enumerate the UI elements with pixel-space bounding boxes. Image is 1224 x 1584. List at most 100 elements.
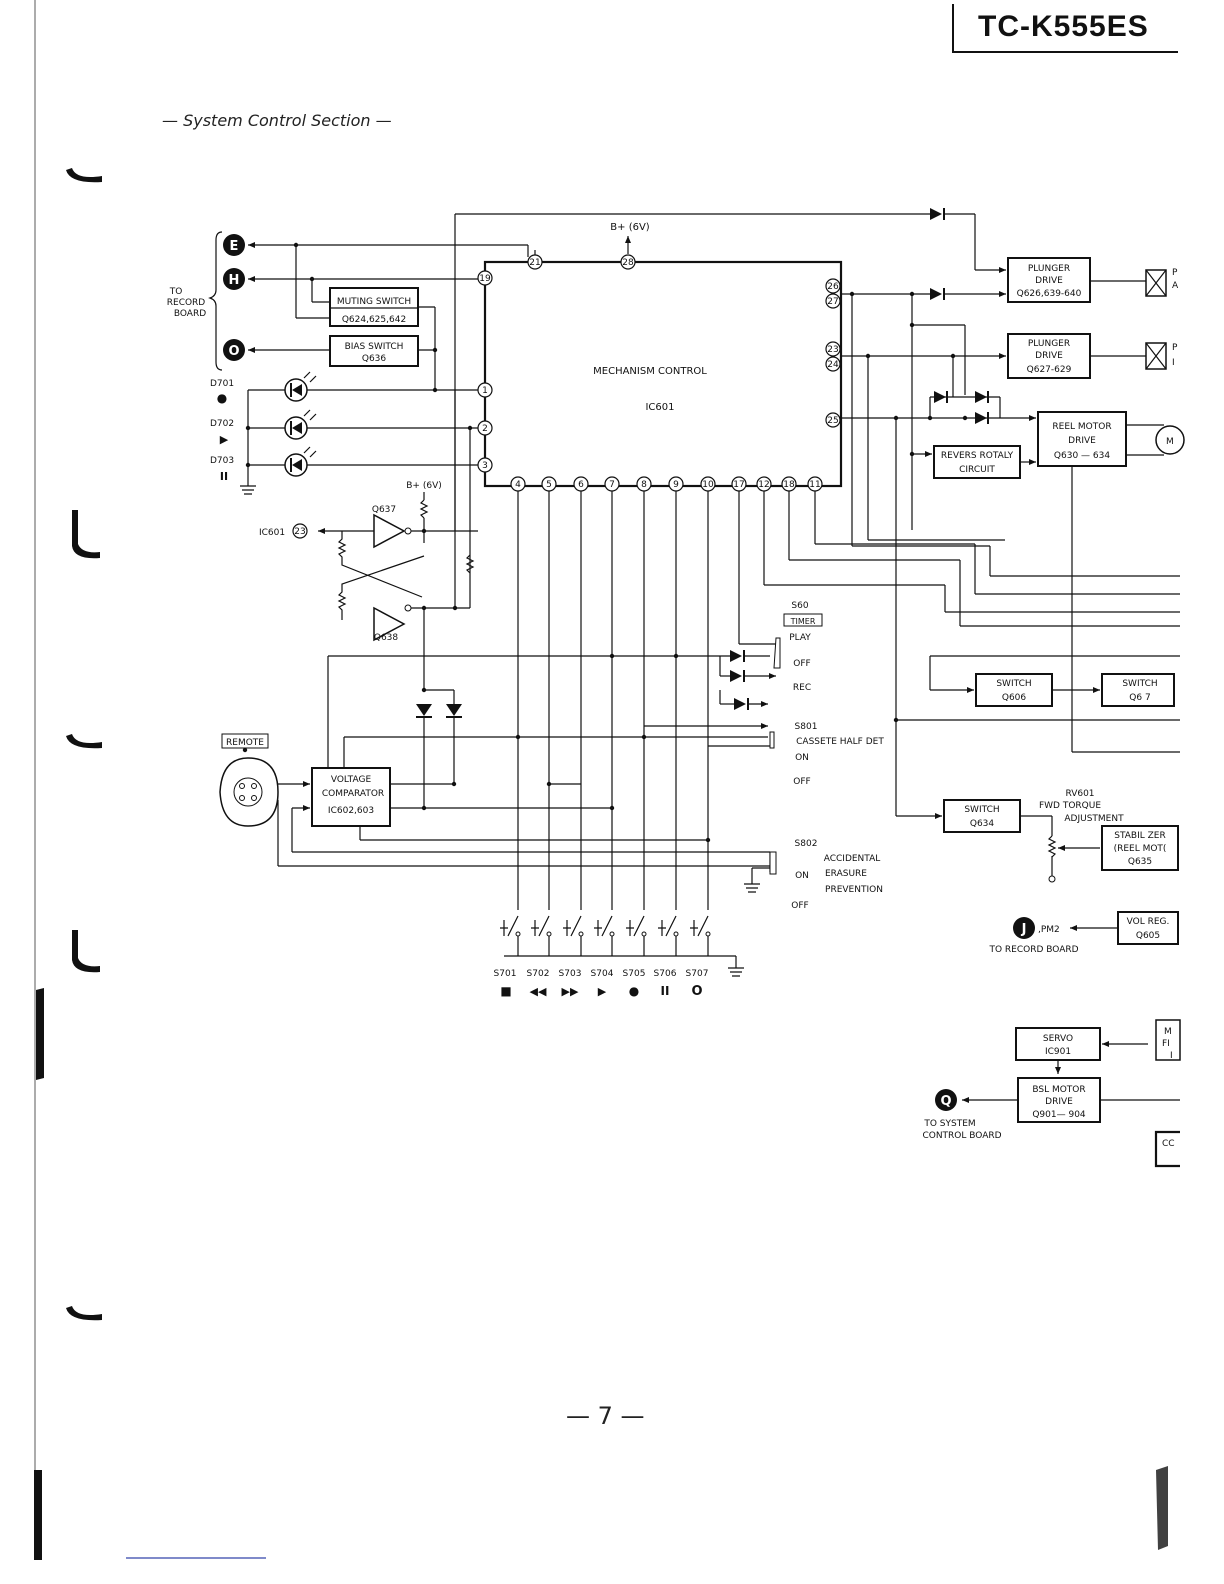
switch-q606-ref: Q606 — [1002, 693, 1027, 703]
binding-edge-marks — [34, 0, 1168, 1560]
ic601-left-pins: 19 1 2 3 — [477, 270, 493, 473]
remote-label: REMOTE — [226, 738, 264, 748]
servo-partial-a: M — [1164, 1027, 1172, 1037]
rv601-desc2: ADJUSTMENT — [1064, 814, 1124, 824]
ic601-pin23-label: 23 — [294, 527, 305, 537]
rv601-desc1: FWD TORQUE — [1039, 801, 1101, 811]
stabil-ref: Q635 — [1128, 857, 1152, 867]
pin-8-label: 8 — [641, 480, 647, 490]
s802-off: OFF — [791, 901, 808, 911]
pin-28 — [620, 254, 636, 270]
vc-sub: COMPARATOR — [322, 789, 384, 799]
led-d702-name: D702 — [210, 419, 234, 429]
switch-q634-title: SWITCH — [964, 805, 999, 815]
s704-name: S704 — [591, 969, 614, 979]
s601-slider-icon — [773, 637, 781, 669]
to-system-line2: CONTROL BOARD — [922, 1131, 1001, 1141]
ic601-ref-label: IC601 — [259, 528, 285, 538]
rewind-icon: ◀◀ — [530, 985, 547, 998]
diode-pair — [416, 687, 462, 811]
ic601-right-pins: 26 27 23 24 25 — [825, 278, 841, 428]
bias-switch-title: BIAS SWITCH — [345, 342, 404, 352]
led-d702-symbol: ▶ — [220, 433, 229, 446]
bsl-sub: DRIVE — [1045, 1097, 1073, 1107]
switch-s704-icon — [594, 915, 615, 956]
plunger2-title: PLUNGER — [1028, 339, 1070, 349]
reel-drive-sub: DRIVE — [1068, 436, 1096, 446]
terminal-e-label: E — [230, 239, 239, 254]
plunger1-partial-b: A — [1172, 281, 1179, 291]
s706-name: S706 — [654, 969, 677, 979]
s801-off: OFF — [793, 777, 810, 787]
led-d703-icon — [284, 446, 317, 477]
vc-title: VOLTAGE — [331, 775, 372, 785]
pause-icon: II — [661, 984, 670, 998]
switch-s702-icon — [531, 915, 552, 956]
s802-desc1: ACCIDENTAL — [824, 854, 881, 864]
s802-desc2: ERASURE — [825, 869, 867, 879]
servo-title: SERVO — [1043, 1034, 1073, 1044]
pin-4-label: 4 — [515, 480, 521, 490]
bsl-title: BSL MOTOR — [1032, 1085, 1085, 1095]
reel-drive-ref: Q630 — 634 — [1054, 451, 1110, 461]
ic601-bottom-pins: 4 5 6 7 8 9 10 17 12 18 11 — [510, 476, 823, 492]
s601-off: OFF — [793, 659, 810, 669]
switch-s703-icon — [563, 915, 584, 956]
pin-18-label: 18 — [783, 480, 795, 490]
s702-name: S702 — [527, 969, 550, 979]
terminal-h-label: H — [229, 273, 240, 288]
s601-name: S60 — [791, 601, 808, 611]
led-d703-symbol: II — [220, 470, 228, 483]
stabil-title: STABIL ZER — [1114, 831, 1165, 841]
reel-motor-label: M — [1166, 437, 1174, 447]
pin-10-label: 10 — [702, 480, 714, 490]
led-d701-name: D701 — [210, 379, 234, 389]
terminal-e-icon — [223, 234, 245, 256]
section-title: — System Control Section — — [162, 111, 392, 130]
to-record-board-line2: RECORD — [167, 298, 206, 308]
ff-supply-label: B+ (6V) — [406, 481, 441, 491]
s802-slider-icon — [769, 851, 777, 875]
pin-11-label: 11 — [809, 480, 820, 490]
stabil-zener-block: STABIL ZER (REEL MOT( Q635 — [1101, 825, 1179, 871]
pin-25-label: 25 — [827, 416, 838, 426]
ic601-ref: IC601 — [645, 402, 674, 413]
led-d701-symbol: ● — [217, 391, 227, 405]
plunger-drive-2-block: PLUNGER DRIVE Q627-629 P I — [840, 333, 1178, 379]
pin-9-label: 9 — [673, 480, 679, 490]
s801-slider-icon — [769, 731, 775, 749]
switch-s706-icon — [658, 915, 679, 956]
ic601-mechanism-control: MECHANISM CONTROL IC601 B+ (6V) — [483, 222, 843, 488]
revers-title: REVERS ROTALY — [941, 451, 1014, 461]
led-d703-name: D703 — [210, 456, 234, 466]
header-rule — [952, 4, 954, 52]
plunger1-partial-a: P — [1172, 268, 1178, 278]
switch-q607-ref: Q6 7 — [1129, 693, 1150, 703]
switch-q634-ref: Q634 — [970, 819, 995, 829]
s707-name: S707 — [686, 969, 709, 979]
pin-17-label: 17 — [733, 480, 744, 490]
fast-forward-icon: ▶▶ — [562, 985, 579, 998]
reel-motor-icon — [1155, 425, 1185, 455]
plunger2-sub: DRIVE — [1035, 351, 1063, 361]
pin-12-label: 12 — [758, 480, 769, 490]
s705-name: S705 — [623, 969, 646, 979]
revers-rotaly-block: REVERS ROTALY CIRCUIT — [933, 445, 1036, 479]
ic601-title: MECHANISM CONTROL — [593, 366, 707, 377]
page-number: — 7 — — [566, 1402, 645, 1430]
reel-motor-diodes — [840, 356, 1036, 457]
pin-1-label: 1 — [482, 386, 488, 396]
servo-partial-c: I — [1170, 1051, 1173, 1061]
s802-desc3: PREVENTION — [825, 885, 883, 895]
s802-erasure-switch: S802 ACCIDENTAL ERASURE PREVENTION ON OF… — [744, 839, 883, 911]
plunger2-partial-b: I — [1172, 358, 1175, 368]
stabil-sub: (REEL MOT( — [1114, 844, 1167, 854]
switch-s707-icon — [690, 915, 711, 956]
pin-19-label: 19 — [479, 274, 491, 284]
muting-switch-ref: Q624,625,642 — [342, 315, 406, 325]
s802-on: ON — [795, 871, 809, 881]
plunger1-title: PLUNGER — [1028, 264, 1070, 274]
voltage-comparator-block: VOLTAGE COMPARATOR IC602,603 — [291, 655, 770, 853]
pin-21 — [527, 254, 543, 270]
